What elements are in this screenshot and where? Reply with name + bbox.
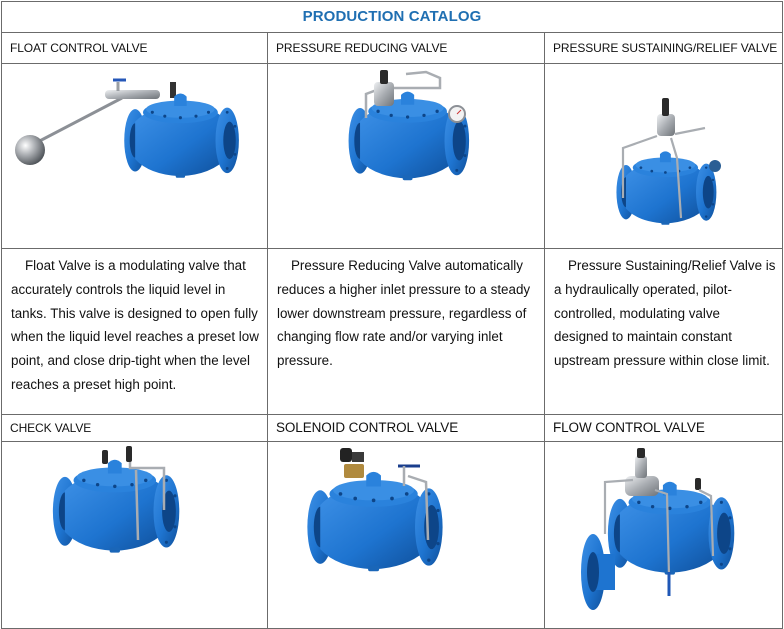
product-description-cell: Pressure Reducing Valve automatically re…: [267, 248, 545, 415]
product-label-cell: FLOAT CONTROL VALVE: [1, 32, 268, 64]
product-description-cell: Pressure Sustaining/Relief Valve is a hy…: [543, 248, 784, 415]
catalog-title: PRODUCTION CATALOG: [302, 8, 482, 25]
product-description-pressure-sustaining-valve: Pressure Sustaining/Relief Valve is a hy…: [554, 258, 776, 369]
product-image-cell: [267, 63, 545, 249]
product-description-pressure-reducing-valve: Pressure Reducing Valve automatically re…: [277, 258, 531, 369]
check-valve-image-icon: [52, 446, 180, 553]
product-description-cell: Float Valve is a modulating valve that a…: [1, 248, 268, 415]
product-name-pressure-sustaining-valve: PRESSURE SUSTAINING/RELIEF VALVE: [553, 41, 778, 55]
product-image-cell: [543, 441, 784, 629]
product-name-flow-control-valve: FLOW CONTROL VALVE: [553, 420, 705, 435]
product-label-cell: FLOW CONTROL VALVE: [543, 414, 784, 442]
product-name-solenoid-control-valve: SOLENOID CONTROL VALVE: [276, 420, 459, 435]
solenoid-valve-image-icon: [307, 448, 443, 572]
product-image-cell: [543, 63, 784, 249]
product-label-cell: CHECK VALVE: [1, 414, 268, 442]
product-image-cell: [267, 441, 545, 629]
product-image-cell: [1, 63, 268, 249]
title-cell: PRODUCTION CATALOG: [0, 1, 784, 33]
product-label-cell: PRESSURE REDUCING VALVE: [267, 32, 545, 64]
pressure-reducing-valve-image-icon: [348, 70, 470, 181]
pressure-sustaining-valve-image-icon: [616, 98, 721, 225]
product-name-pressure-reducing-valve: PRESSURE REDUCING VALVE: [276, 41, 448, 55]
flow-control-valve-image-icon: [581, 448, 735, 610]
product-label-cell: PRESSURE SUSTAINING/RELIEF VALVE: [543, 32, 784, 64]
product-description-float-control-valve: Float Valve is a modulating valve that a…: [11, 258, 259, 392]
product-name-float-control-valve: FLOAT CONTROL VALVE: [10, 41, 148, 55]
product-label-cell: SOLENOID CONTROL VALVE: [267, 414, 545, 442]
float-valve-image-icon: [15, 78, 239, 178]
product-name-check-valve: CHECK VALVE: [10, 421, 92, 435]
product-image-cell: [1, 441, 268, 629]
